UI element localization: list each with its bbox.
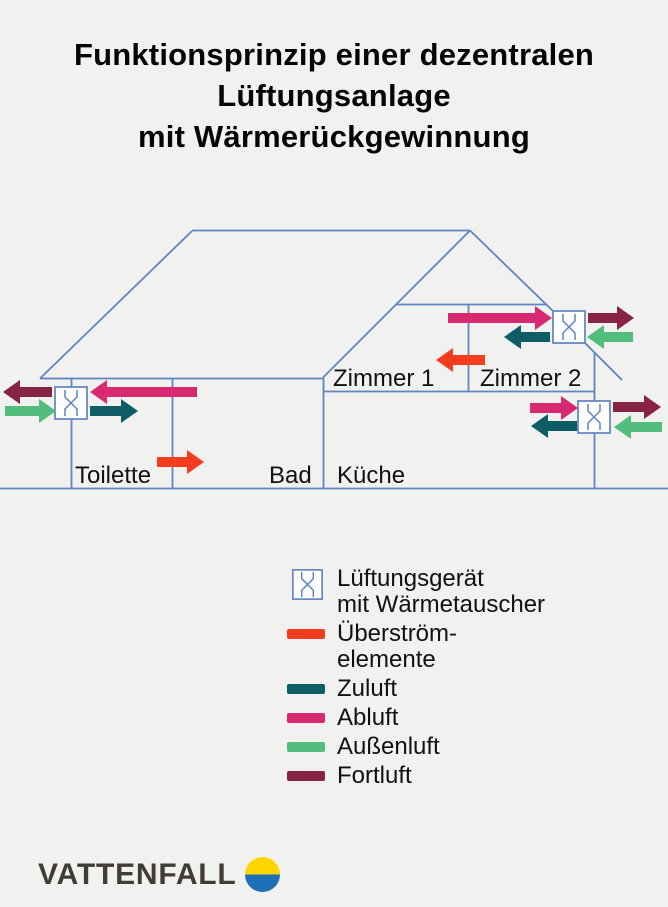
title-line-1: Funktionsprinzip einer dezentralen [73, 37, 595, 72]
title-line-2: Lüftungsanlage [217, 78, 451, 113]
vattenfall-logo-circle [244, 857, 280, 892]
house-outline [0, 229, 668, 490]
fortluft-arrow-upper-right [588, 306, 634, 330]
ventilation-unit-zimmer2-upper [552, 310, 586, 344]
left-roof-slope [39, 230, 193, 380]
zuluft-arrow-lower-right [531, 414, 577, 438]
abluft-arrow-upper-right [448, 306, 552, 330]
aussenluft-color-bar [287, 742, 325, 752]
fortluft-color-bar [287, 771, 325, 781]
room-label-toilette: Toilette [75, 462, 151, 489]
room-label-zimmer1: Zimmer 1 [333, 365, 434, 392]
legend: Lüftungsgerät mit Wärmetauscher Überströ… [287, 566, 545, 789]
abluft-color-bar [287, 713, 325, 723]
abluft-arrow-left [90, 380, 197, 404]
heat-exchanger-cross-line [64, 390, 78, 416]
ventilation-unit-toilette [54, 386, 88, 420]
ueberstroem-color-bar [287, 629, 325, 639]
heat-exchanger-cross-line [587, 404, 601, 430]
legend-item-aussenluft: Außenluft [287, 734, 545, 760]
ueberstroem-arrow-zimmer1 [436, 348, 485, 372]
heat-exchanger-icon [287, 566, 337, 600]
legend-label-aussenluft: Außenluft [337, 733, 440, 760]
legend-item-ueberstroem: Überström- elemente [287, 621, 545, 673]
vattenfall-logo: VATTENFALL [38, 857, 280, 892]
aussenluft-arrow-left [5, 399, 56, 423]
room-label-kueche: Küche [337, 462, 405, 489]
zuluft-arrow-left [90, 399, 138, 423]
abluft-arrow-lower-right [530, 396, 578, 420]
legend-label-unit-line1: Lüftungsgerät [337, 565, 484, 592]
fortluft-arrow-lower-right [613, 395, 661, 419]
right-roof-right-slope-upper [469, 229, 555, 313]
legend-label-fortluft: Fortluft [337, 762, 412, 789]
ueberstroem-arrow-toilette [157, 450, 204, 474]
title-line-3: mit Wärmerückgewinnung [138, 119, 530, 154]
legend-item-unit: Lüftungsgerät mit Wärmetauscher [287, 566, 545, 618]
ventilation-unit-zimmer2-lower [577, 400, 611, 434]
legend-label-zuluft: Zuluft [337, 675, 398, 702]
legend-label-ueberstroem-line2: elemente [337, 646, 436, 673]
vattenfall-wordmark: VATTENFALL [38, 857, 237, 891]
room-label-zimmer2: Zimmer 2 [480, 365, 581, 392]
zuluft-arrow-upper-right [504, 325, 550, 349]
page-title: Funktionsprinzip einer dezentralen Lüftu… [0, 34, 668, 157]
legend-item-abluft: Abluft [287, 705, 545, 731]
legend-item-fortluft: Fortluft [287, 763, 545, 789]
room-label-bad: Bad [269, 462, 312, 489]
fortluft-arrow-left [3, 380, 52, 404]
aussenluft-arrow-lower-right [614, 415, 662, 439]
legend-label-ueberstroem-line1: Überström- [337, 620, 458, 647]
legend-label-abluft: Abluft [337, 704, 399, 731]
heat-exchanger-cross-line [562, 314, 576, 340]
aussenluft-arrow-upper-right [587, 325, 633, 349]
house-diagram: Toilette Bad Küche Zimmer 1 Zimmer 2 [0, 229, 668, 490]
right-roof-right-slope-lower [584, 342, 623, 381]
legend-item-zuluft: Zuluft [287, 676, 545, 702]
legend-label-unit-line2: mit Wärmetauscher [337, 591, 546, 618]
zuluft-color-bar [287, 684, 325, 694]
